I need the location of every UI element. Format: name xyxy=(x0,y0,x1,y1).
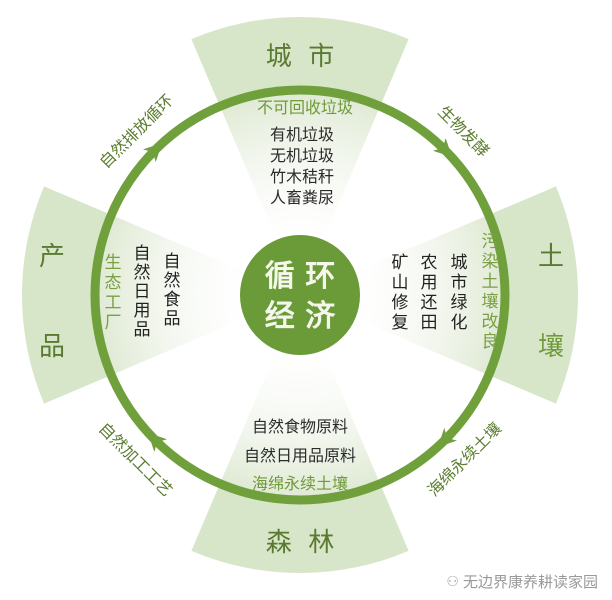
left-outer-label-1: 产 xyxy=(39,242,65,272)
right-outer-label-1: 土 xyxy=(538,242,564,272)
right-column-2-char: 田 xyxy=(421,313,438,333)
top-header: 不可回收垃圾 xyxy=(257,98,353,117)
left-column-1-char: 用 xyxy=(134,301,151,321)
right-column-1-char: 城 xyxy=(451,253,468,273)
right-column-1-char: 绿 xyxy=(451,293,468,313)
left-column-2-char: 品 xyxy=(164,309,181,329)
left-column-1-char: 日 xyxy=(134,282,151,302)
left-header-char: 厂 xyxy=(105,313,122,333)
arrow-top-right-icon xyxy=(432,138,453,158)
right-column-2-char: 还 xyxy=(421,293,438,313)
bottom-footer: 海绵永续土壤 xyxy=(252,474,348,493)
left-column-2-char: 自 xyxy=(164,252,181,272)
arrow-bottom-left-icon xyxy=(147,432,168,452)
right-column-1-char: 化 xyxy=(451,313,468,333)
watermark: ⚇ 无边界康养耕读家园 xyxy=(446,571,598,592)
right-header-char: 染 xyxy=(482,252,499,272)
bottom-outer-label: 森 林 xyxy=(266,528,335,558)
right-column-2-char: 用 xyxy=(421,273,438,293)
top-item-3: 竹木秸秆 xyxy=(270,167,334,186)
center-title-line2: 经 济 xyxy=(265,299,336,334)
inner-wedge-right xyxy=(300,214,506,376)
top-outer-label: 城 市 xyxy=(266,42,335,72)
right-header-char: 壤 xyxy=(482,291,499,312)
top-item-1: 有机垃圾 xyxy=(270,125,334,144)
outer-wedge-top xyxy=(191,17,409,107)
right-header-char: 污 xyxy=(482,232,499,252)
outer-wedge-right xyxy=(488,186,578,404)
outer-wedges xyxy=(21,17,578,573)
wechat-icon: ⚇ xyxy=(446,573,459,590)
right-header-char: 土 xyxy=(482,272,499,292)
left-header-char: 态 xyxy=(105,273,122,293)
inner-wedge-bottom xyxy=(219,295,381,501)
right-outer-label-2: 壤 xyxy=(538,332,564,362)
inner-wedges xyxy=(95,90,506,501)
top-item-2: 无机垃圾 xyxy=(270,146,334,165)
right-header-char: 改 xyxy=(482,312,499,332)
left-column-1-char: 自 xyxy=(134,244,151,264)
bottom-item-2: 自然日用品原料 xyxy=(244,446,356,465)
center-title-line1: 循 环 xyxy=(265,259,335,294)
inner-wedge-top xyxy=(219,90,381,295)
right-column-2-char: 农 xyxy=(421,253,438,273)
right-column-1-char: 市 xyxy=(451,273,468,293)
ring-arrows xyxy=(143,138,457,452)
right-column-3-char: 山 xyxy=(392,273,409,293)
bottom-item-1: 自然食物原料 xyxy=(252,417,348,436)
cycle-ring xyxy=(90,85,510,505)
top-item-4: 人畜粪尿 xyxy=(270,188,334,207)
right-column-3-char: 矿 xyxy=(392,253,409,273)
left-column-1-char: 品 xyxy=(134,320,151,340)
left-header-char: 工 xyxy=(105,293,122,313)
inner-wedge-left xyxy=(95,214,301,376)
flow-label-top-left: 自然排放循环 xyxy=(96,91,177,172)
right-column-3-char: 修 xyxy=(392,293,409,313)
outer-wedge-left xyxy=(21,186,112,404)
center-circle xyxy=(240,235,360,355)
left-column-1-char: 然 xyxy=(134,263,151,283)
right-header-char: 良 xyxy=(482,332,499,352)
arrow-bottom-right-icon xyxy=(437,427,457,448)
left-outer-label-2: 品 xyxy=(39,332,65,362)
watermark-text: 无边界康养耕读家园 xyxy=(462,573,598,591)
flow-label-bottom-right: 海绵永续土壤 xyxy=(424,419,505,500)
left-column-2-char: 食 xyxy=(164,290,181,310)
right-column-3-char: 复 xyxy=(392,313,409,333)
outer-wedge-bottom xyxy=(191,483,409,573)
left-column-2-char: 然 xyxy=(164,271,181,291)
flow-label-bottom-left: 自然加工工艺 xyxy=(95,419,176,500)
arrow-top-left-icon xyxy=(143,142,163,163)
left-header-char: 生 xyxy=(105,253,122,273)
